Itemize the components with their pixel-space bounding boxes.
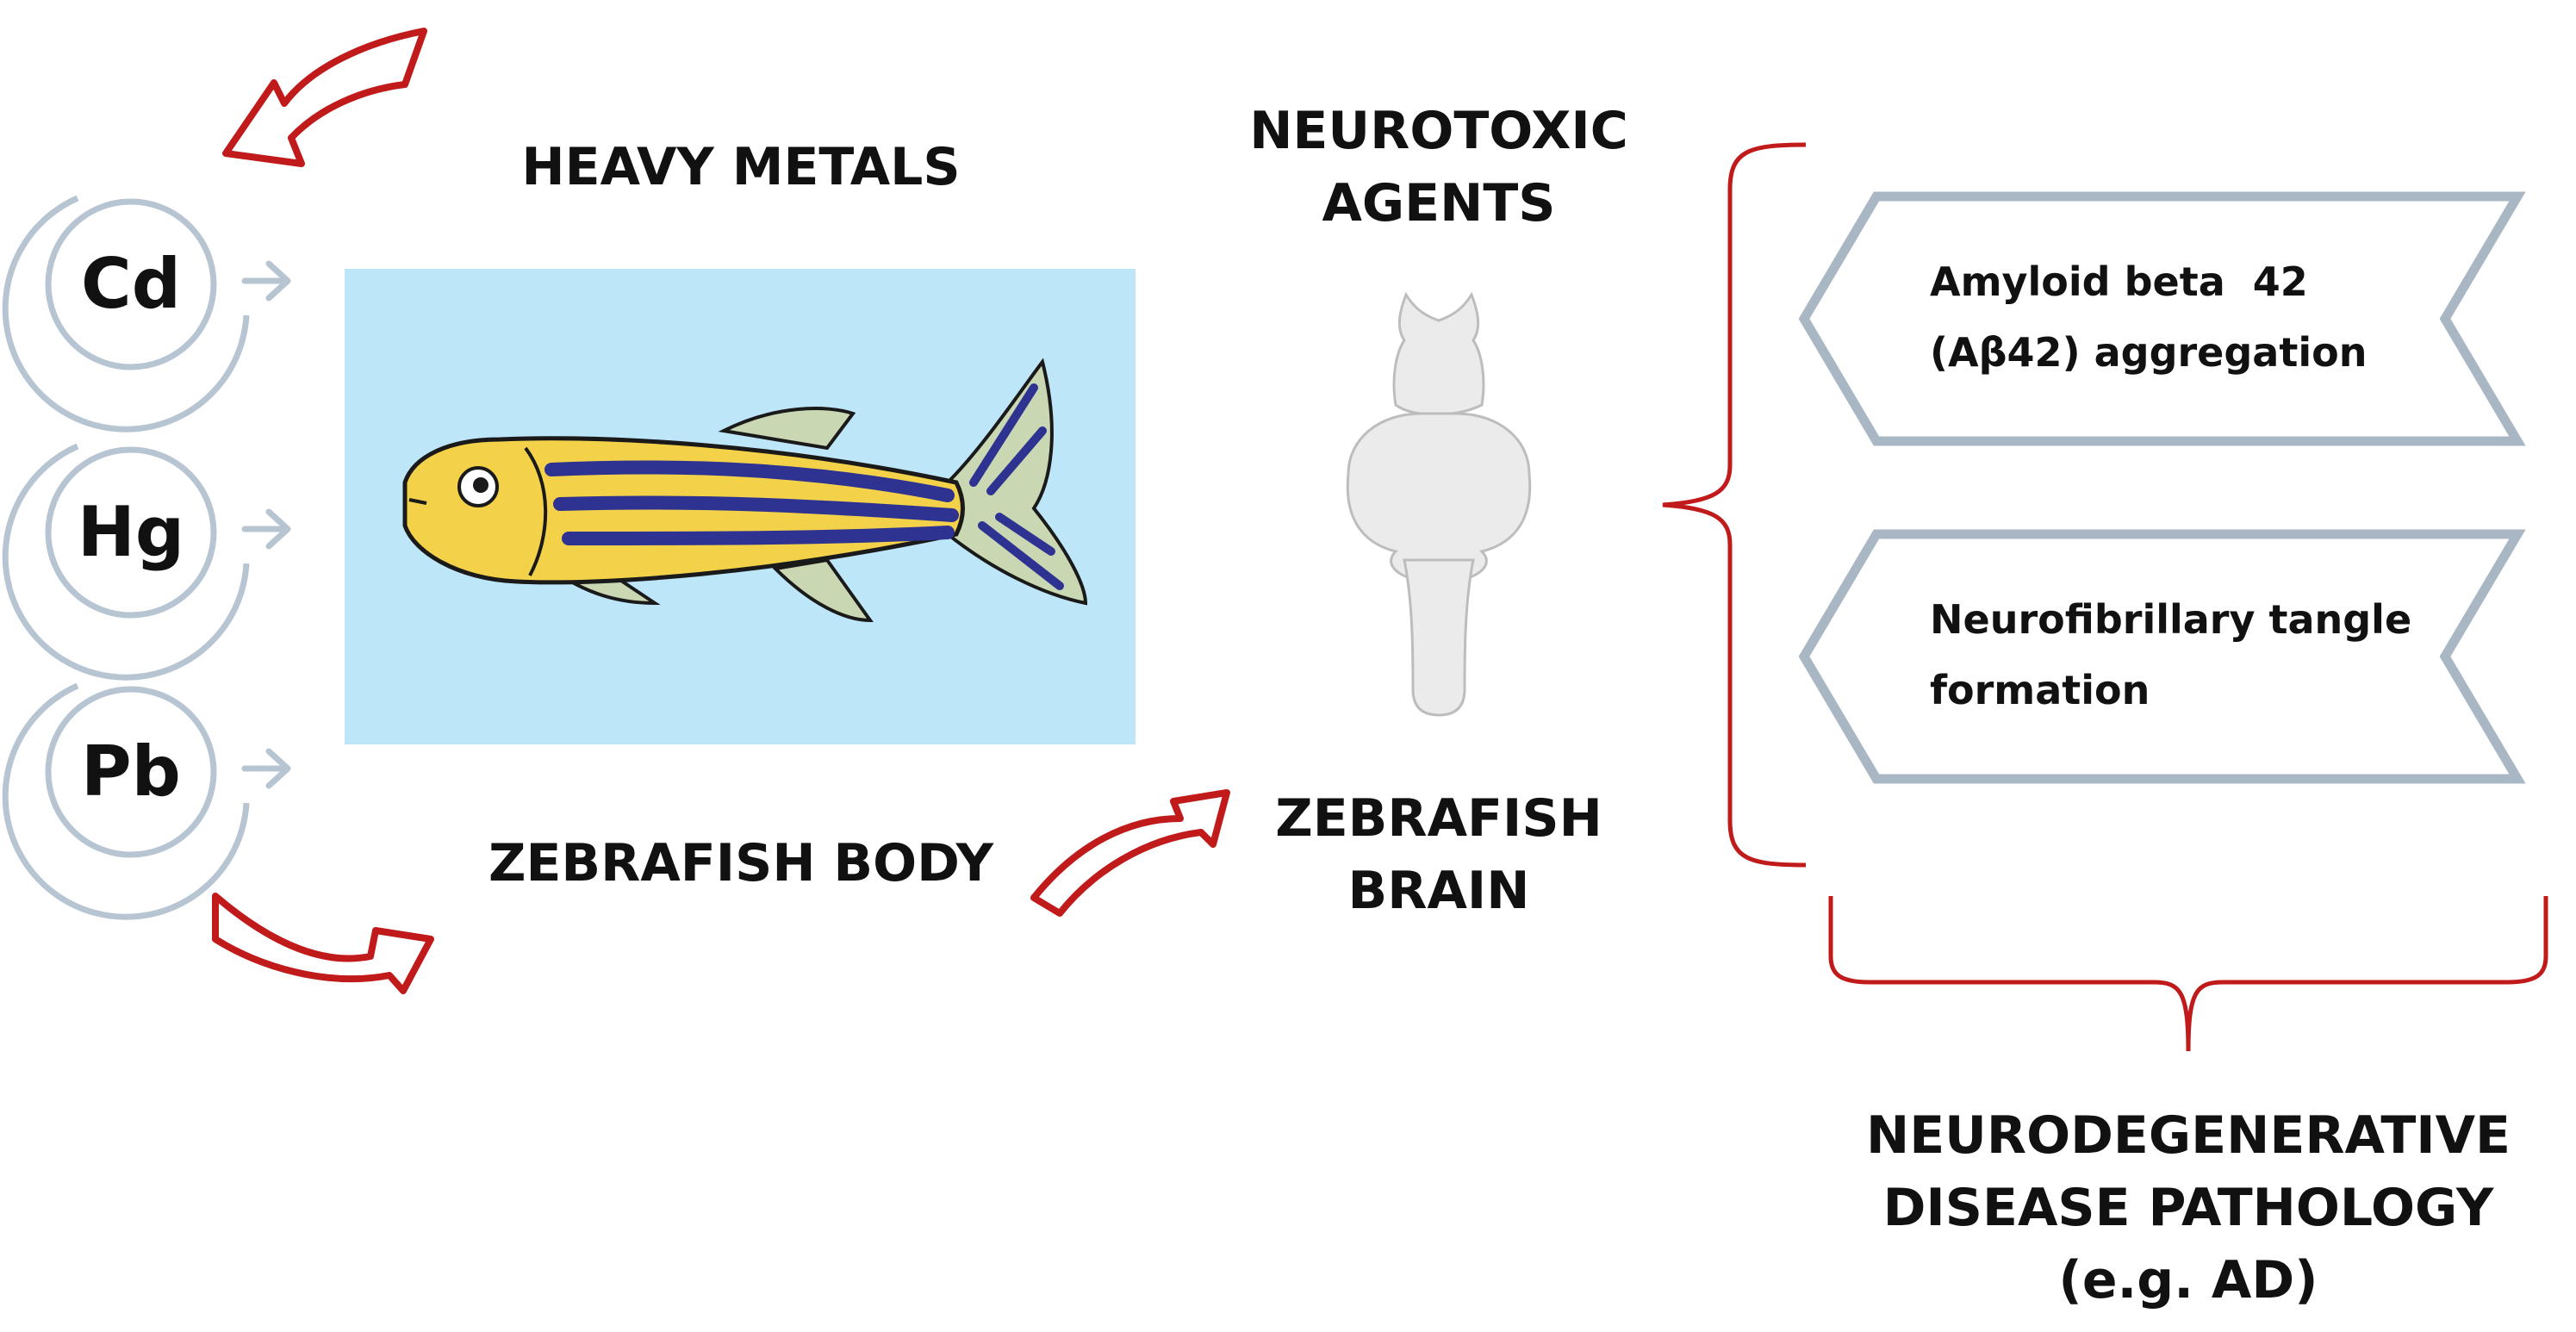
outcome-line-2: DISEASE PATHOLOGY [1882, 1178, 2494, 1238]
metal-circle-hg [2, 443, 291, 681]
pathology-1-line-2: (Aβ42) aggregation [1930, 329, 2368, 376]
metal-circle-pb [2, 682, 291, 920]
zebrafish-body-label: ZEBRAFISH BODY [488, 833, 994, 893]
vertical-brace [1662, 142, 1807, 868]
neurotoxic-agents-label: NEUROTOXIC AGENTS [1223, 95, 1654, 240]
outcome-line-3: (e.g. AD) [2058, 1250, 2318, 1310]
pathology-chevron-1 [1798, 191, 2526, 446]
curved-arrow-bottom-left [212, 893, 434, 994]
zebrafish-brain-illustration [1346, 291, 1532, 717]
pathology-chevron-2 [1798, 529, 2526, 784]
neurotoxic-line-2: AGENTS [1322, 173, 1556, 233]
metal-symbol-hg: Hg [77, 492, 185, 572]
pathology-2-line-1: Neurofibrillary tangle [1930, 596, 2412, 643]
outcome-line-1: NEURODEGENERATIVE [1865, 1105, 2511, 1166]
horizontal-brace [1828, 896, 2548, 1052]
pathology-text-2: Neurofibrillary tangle formation [1930, 584, 2411, 725]
heavy-metals-label: HEAVY METALS [521, 137, 961, 197]
outcome-label: NEURODEGENERATIVE DISEASE PATHOLOGY (e.g… [1801, 1099, 2576, 1316]
pathology-2-line-2: formation [1930, 667, 2150, 713]
zebrafish-brain-line-2: BRAIN [1347, 861, 1530, 921]
neurotoxic-line-1: NEUROTOXIC [1249, 101, 1628, 161]
zebrafish-brain-label: ZEBRAFISH BRAIN [1223, 782, 1654, 927]
zebrafish-illustration [402, 358, 1088, 623]
zebrafish-brain-line-1: ZEBRAFISH [1275, 788, 1602, 849]
metal-symbol-cd: Cd [81, 244, 181, 324]
metal-circle-cd [2, 195, 291, 433]
pathology-1-line-1: Amyloid beta 42 [1930, 258, 2308, 305]
curved-arrow-top-left [222, 28, 427, 167]
pathology-text-1: Amyloid beta 42 (Aβ42) aggregation [1930, 246, 2367, 388]
metal-symbol-pb: Pb [81, 731, 181, 812]
curved-arrow-body-to-brain [1030, 789, 1230, 917]
